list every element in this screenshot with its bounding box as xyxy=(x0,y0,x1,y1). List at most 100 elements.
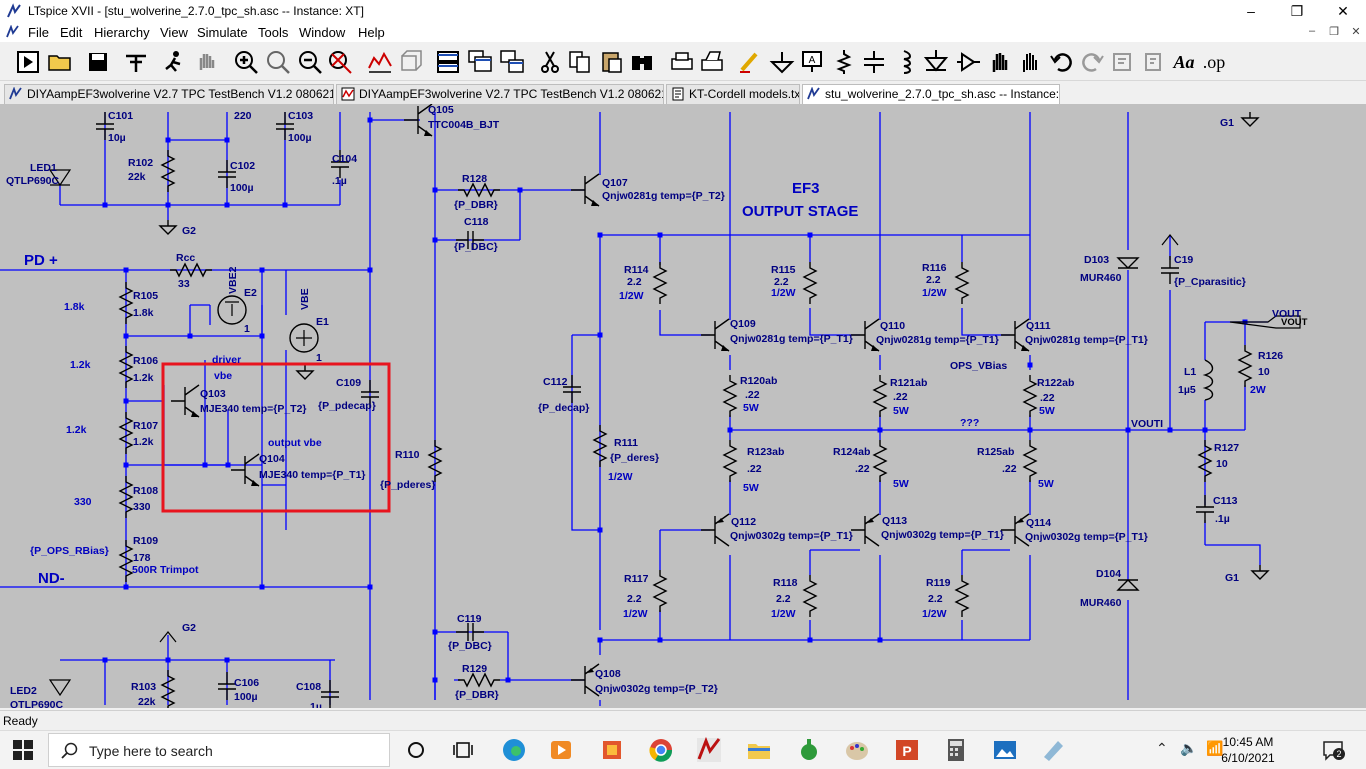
pan-hand-icon[interactable] xyxy=(192,48,220,76)
control-panel-icon[interactable] xyxy=(122,48,150,76)
paste-icon[interactable] xyxy=(598,48,626,76)
tile-vertical-icon[interactable] xyxy=(498,48,526,76)
menu-help[interactable]: Help xyxy=(358,25,385,40)
taskbar-search-box[interactable]: Type here to search xyxy=(48,733,390,767)
menu-hierarchy[interactable]: Hierarchy xyxy=(94,25,150,40)
zoom-in-icon[interactable] xyxy=(232,48,260,76)
open-icon[interactable] xyxy=(46,48,74,76)
minimize-button[interactable]: – xyxy=(1247,3,1255,19)
drag-icon[interactable] xyxy=(1016,48,1044,76)
spice-directive-icon[interactable]: .op xyxy=(1202,52,1226,72)
label-c118-value: {P_DBC} xyxy=(454,241,498,253)
network-icon[interactable]: 📶 xyxy=(1206,740,1224,756)
print-setup-icon[interactable] xyxy=(698,48,726,76)
label-r117-value: 2.2 xyxy=(627,593,642,605)
notification-center-button[interactable]: 2 xyxy=(1322,739,1345,761)
mdi-minimize-button[interactable]: – xyxy=(1308,25,1316,37)
powerpoint-icon[interactable]: P xyxy=(892,735,922,765)
label-r125ab-value: .22 xyxy=(1002,463,1017,475)
3d-icon[interactable] xyxy=(396,48,424,76)
label-q110-value: Qnjw0281g temp={P_T1} xyxy=(876,334,999,346)
edge-icon[interactable] xyxy=(499,735,529,765)
chrome-icon[interactable] xyxy=(646,735,676,765)
copy-icon[interactable] xyxy=(566,48,594,76)
file-explorer-icon[interactable] xyxy=(744,735,774,765)
label-r128: R128 xyxy=(462,173,487,185)
schematic-canvas[interactable]: C101 10µ 220 C103 100µ C102 100µ R102 22… xyxy=(0,104,1366,708)
label-g2-bottom: G2 xyxy=(182,622,196,634)
windows-start-icon[interactable] xyxy=(12,739,34,761)
photos-icon[interactable] xyxy=(990,735,1020,765)
undo-icon[interactable] xyxy=(1048,48,1076,76)
component-icon[interactable] xyxy=(954,48,982,76)
draw-wire-icon[interactable] xyxy=(736,48,764,76)
taskview-timeline-icon[interactable] xyxy=(448,735,478,765)
capacitor-icon[interactable] xyxy=(860,48,888,76)
label-c113-value: .1µ xyxy=(1215,513,1230,525)
label-vout-wire: VOUT xyxy=(1272,308,1302,320)
menu-tools[interactable]: Tools xyxy=(258,25,289,40)
resistor-icon[interactable] xyxy=(830,48,858,76)
menu-file[interactable]: File xyxy=(28,25,49,40)
ltspice-app-icon[interactable] xyxy=(6,3,22,19)
show-hidden-icons[interactable]: ⌃ xyxy=(1156,740,1168,756)
document-menu-icon[interactable] xyxy=(6,25,20,39)
close-button[interactable]: ✕ xyxy=(1337,3,1349,19)
notes-icon[interactable] xyxy=(1038,735,1068,765)
diode-icon[interactable] xyxy=(922,48,950,76)
autorange-icon[interactable] xyxy=(366,48,394,76)
save-icon[interactable] xyxy=(84,48,112,76)
find-icon[interactable] xyxy=(628,48,656,76)
run-icon[interactable] xyxy=(14,48,42,76)
tab-testbench-raw[interactable]: DIYAampEF3wolverine V2.7 TPC TestBench V… xyxy=(336,84,664,104)
cascade-icon[interactable] xyxy=(466,48,494,76)
rotate-icon[interactable] xyxy=(1108,48,1136,76)
label-g2-top: G2 xyxy=(182,225,196,237)
label-r119-watt: 1/2W xyxy=(922,608,947,620)
zoom-cancel-icon[interactable] xyxy=(326,48,354,76)
label-net-icon[interactable]: A xyxy=(798,48,826,76)
cut-icon[interactable] xyxy=(536,48,564,76)
redo-icon[interactable] xyxy=(1078,48,1106,76)
label-rcc-value: 33 xyxy=(178,278,190,290)
office-icon[interactable] xyxy=(597,735,627,765)
label-r126: R126 xyxy=(1258,350,1283,362)
tab-stu-wolverine[interactable]: stu_wolverine_2.7.0_tpc_sh.asc -- Instan… xyxy=(802,84,1060,104)
text-icon[interactable]: Aa xyxy=(1173,52,1195,72)
halt-icon[interactable] xyxy=(160,48,188,76)
zoom-full-icon[interactable] xyxy=(264,48,292,76)
game-icon[interactable] xyxy=(794,735,824,765)
maximize-button[interactable]: ❐ xyxy=(1290,3,1304,19)
volume-icon[interactable]: 🔈 xyxy=(1180,740,1198,756)
schematic-icon xyxy=(807,87,820,100)
tile-horizontal-icon[interactable] xyxy=(434,48,462,76)
label-driver: driver xyxy=(212,354,241,366)
label-c19-value: {P_Cparasitic} xyxy=(1174,276,1246,288)
zoom-out-icon[interactable] xyxy=(296,48,324,76)
print-icon[interactable] xyxy=(668,48,696,76)
task-view-icon[interactable] xyxy=(401,735,431,765)
menu-window[interactable]: Window xyxy=(299,25,346,40)
paint-icon[interactable] xyxy=(842,735,872,765)
mdi-close-button[interactable]: ✕ xyxy=(1351,26,1361,38)
label-d103-value: MUR460 xyxy=(1080,272,1122,284)
ground-icon[interactable] xyxy=(768,48,796,76)
label-e1-pin: 1 xyxy=(316,352,322,364)
move-icon[interactable] xyxy=(986,48,1014,76)
ltspice-icon[interactable] xyxy=(694,735,724,765)
menu-view[interactable]: View xyxy=(160,25,188,40)
menu-edit[interactable]: Edit xyxy=(60,25,83,40)
menu-simulate[interactable]: Simulate xyxy=(197,25,248,40)
label-q109: Q109 xyxy=(730,318,756,330)
mdi-restore-button[interactable]: ❐ xyxy=(1329,26,1339,38)
inductor-icon[interactable] xyxy=(890,48,918,76)
system-clock[interactable]: 10:45 AM 6/10/2021 xyxy=(1218,734,1278,766)
schematic-labels: C101 10µ 220 C103 100µ C102 100µ R102 22… xyxy=(6,104,1308,708)
tab-kt-cordell-models[interactable]: KT-Cordell models.txt xyxy=(666,84,800,104)
media-player-icon[interactable] xyxy=(546,735,576,765)
label-r116-value: 2.2 xyxy=(926,274,941,286)
tab-testbench-asc[interactable]: DIYAampEF3wolverine V2.7 TPC TestBench V… xyxy=(4,84,334,104)
mirror-icon[interactable] xyxy=(1138,48,1166,76)
label-r121ab-value: .22 xyxy=(893,391,908,403)
calculator-icon[interactable] xyxy=(941,735,971,765)
